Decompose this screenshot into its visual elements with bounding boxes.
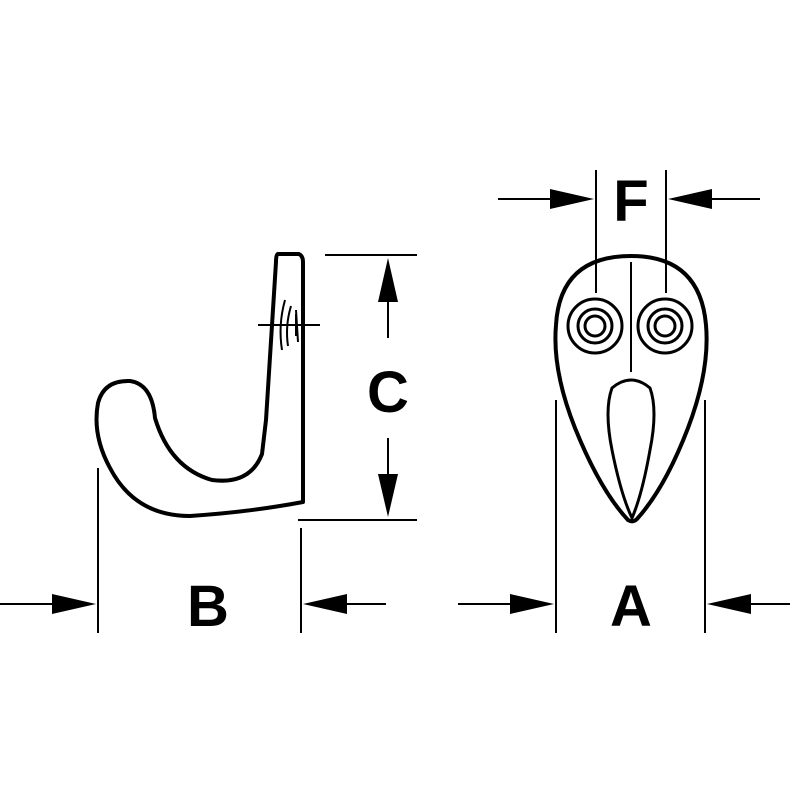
hook-front-view [553,254,709,524]
dimension-c: C [298,254,417,521]
screw-hole-right [636,297,694,355]
dimension-b: B [0,468,386,639]
hook-side-view [94,252,320,518]
arrow-c-down [378,474,398,517]
screw-hole-left [566,297,624,355]
arrow-c-up [378,258,398,302]
arrow-a-left [510,594,554,614]
dimension-a: A [458,400,790,639]
arrow-f-left [550,189,594,209]
dimension-f: F [498,169,760,293]
arrow-b-left [52,594,96,614]
dimension-label-b: B [187,574,229,639]
dimension-label-f: F [613,169,648,234]
arrow-f-right [668,189,712,209]
dimension-label-c: C [367,360,409,425]
hook-side-profile [94,252,305,518]
arrow-a-right [707,594,751,614]
dimension-label-a: A [610,574,652,639]
hook-front-tongue [606,378,656,520]
arrow-b-right [303,594,347,614]
